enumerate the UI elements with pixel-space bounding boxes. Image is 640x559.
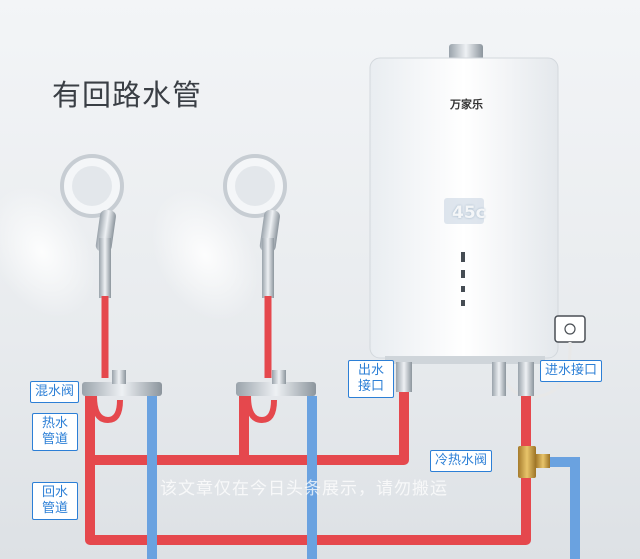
- watermark: 该文章仅在今日头条展示，请勿搬运: [160, 479, 448, 499]
- heater-control-buttons: [461, 252, 465, 306]
- label-hot-water-pipe: 热水管道: [32, 413, 78, 451]
- label-mixing-valve: 混水阀: [30, 381, 80, 403]
- label-return-pipe: 回水管道: [32, 482, 78, 520]
- water-spray-left: [0, 186, 96, 318]
- shower-head-right: [223, 154, 287, 298]
- shower-head-left: [60, 154, 124, 298]
- page-title: 有回路水管: [52, 78, 203, 112]
- label-outlet: 出水接口: [348, 360, 394, 398]
- label-hot-cold-valve: 冷热水阀: [430, 450, 493, 472]
- label-inlet: 进水接口: [540, 360, 603, 382]
- heater-display: [444, 198, 484, 224]
- mixing-valve-left: [82, 370, 162, 424]
- mixing-valve-right: [236, 370, 316, 424]
- inlet-fitting: [518, 362, 534, 396]
- heater-brand-logo: 万家乐: [450, 98, 483, 111]
- power-socket: [554, 315, 586, 343]
- heater-flue: [449, 44, 483, 60]
- gas-fitting: [492, 362, 506, 396]
- water-spray-right: [151, 189, 259, 321]
- heater-temperature-display: 45c: [452, 203, 486, 223]
- heater-bottom-plate: [385, 356, 545, 364]
- outlet-fitting: [396, 362, 412, 392]
- hot-cold-valve-fitting: [518, 446, 550, 478]
